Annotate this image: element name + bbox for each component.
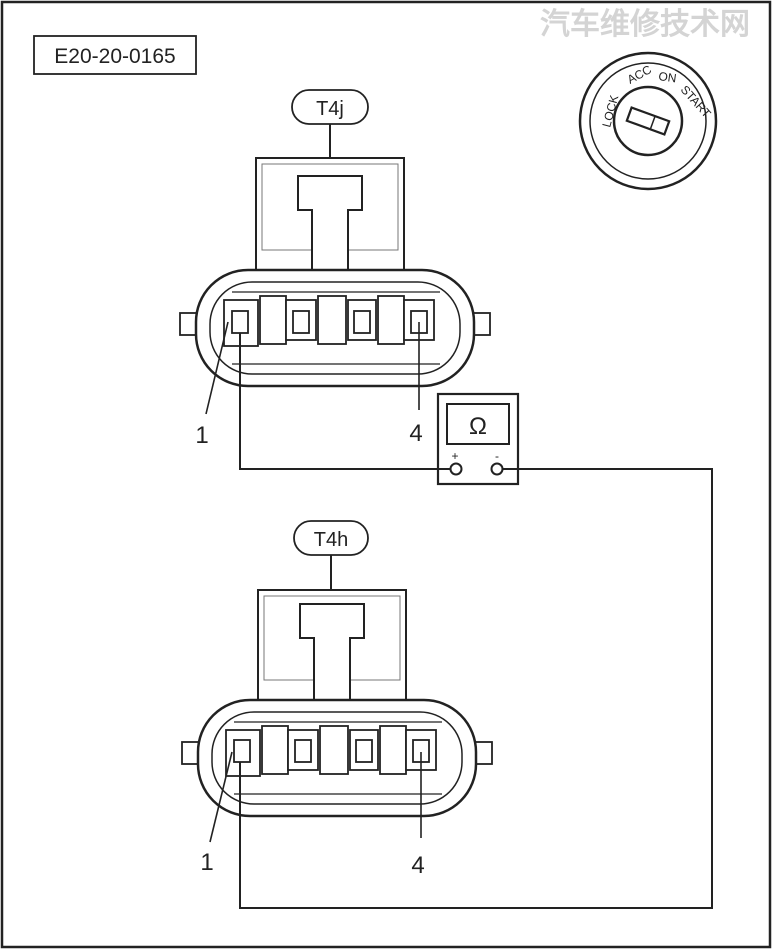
connector-t4j: T4j 1 4 [179, 89, 491, 449]
figure-id-box [33, 35, 197, 75]
ohmmeter-symbol: Ω [469, 413, 487, 440]
ohmmeter-plus-label: + [451, 449, 458, 463]
connector-top-pin-4: 4 [409, 420, 422, 447]
connector-top-name: T4j [316, 98, 344, 120]
wire-top-pin1-to-meter-plus [239, 333, 450, 470]
switch-position-on: ON [658, 69, 678, 85]
ohmmeter: Ω + - [436, 392, 520, 486]
ignition-switch-icon: LOCK ACC ON START [578, 51, 718, 191]
connector-top-pin-1: 1 [195, 422, 208, 449]
connector-bottom-name: T4h [314, 529, 348, 551]
figure-id: E20-20-0165 [54, 45, 175, 68]
connector-t4h: T4h 1 4 [181, 520, 493, 879]
wire-meter-minus-to-bottom-pin1 [239, 468, 713, 909]
watermark-text: 汽车维修技术网 [540, 7, 750, 42]
connector-bottom-pin-4: 4 [411, 852, 424, 879]
ohmmeter-minus-label: - [495, 449, 499, 463]
connector-bottom-pin-1: 1 [200, 849, 213, 876]
